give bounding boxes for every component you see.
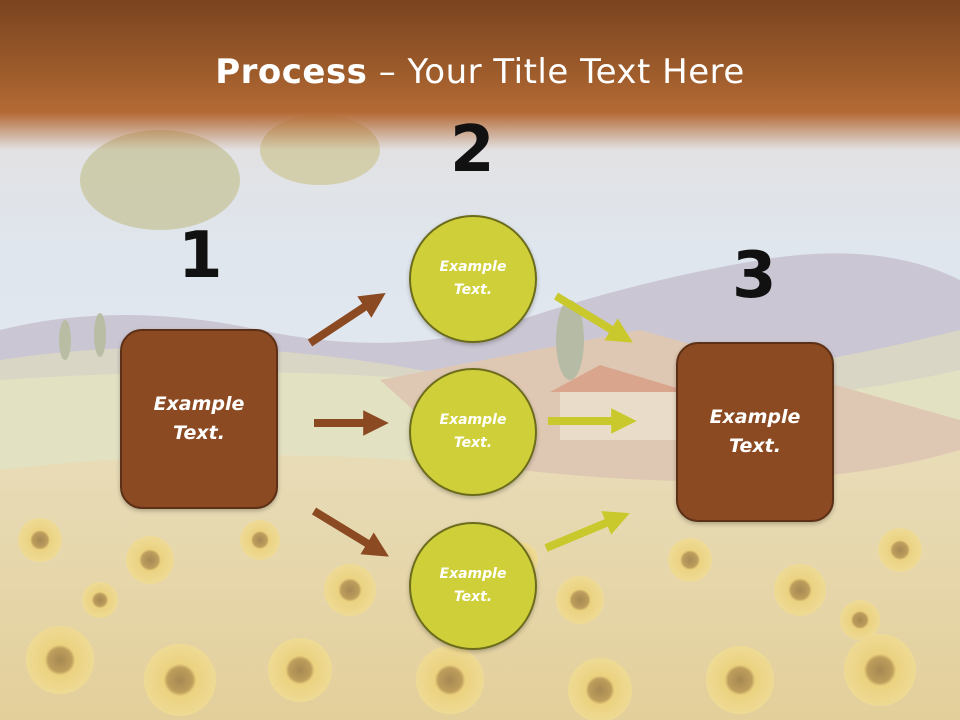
step-3-box: Example Text.: [676, 342, 834, 522]
title-bold: Process: [215, 52, 368, 92]
circle-step-b: Example Text.: [409, 368, 537, 496]
step-1-text: Example Text.: [153, 393, 245, 444]
title-band: [0, 0, 960, 150]
slide-title: Process – Your Title Text Here: [0, 52, 960, 92]
circle-step-c: Example Text.: [409, 522, 537, 650]
arrow-left-to-circle-3: [311, 507, 389, 557]
circle-b-text: Example Text.: [439, 412, 507, 451]
step-number-3: 3: [732, 239, 777, 313]
step-number-2: 2: [450, 113, 495, 187]
arrow-circle-3-to-right: [544, 511, 630, 552]
circle-c-text: Example Text.: [439, 566, 507, 605]
arrow-circle-1-to-right: [553, 292, 633, 343]
step-3-text: Example Text.: [709, 406, 801, 457]
arrow-left-to-circle-1: [307, 292, 386, 347]
step-number-1: 1: [178, 219, 223, 293]
step-1-box: Example Text.: [120, 329, 278, 509]
circle-a-text: Example Text.: [439, 259, 507, 298]
circle-step-a: Example Text.: [409, 215, 537, 343]
title-rest: – Your Title Text Here: [367, 52, 745, 92]
